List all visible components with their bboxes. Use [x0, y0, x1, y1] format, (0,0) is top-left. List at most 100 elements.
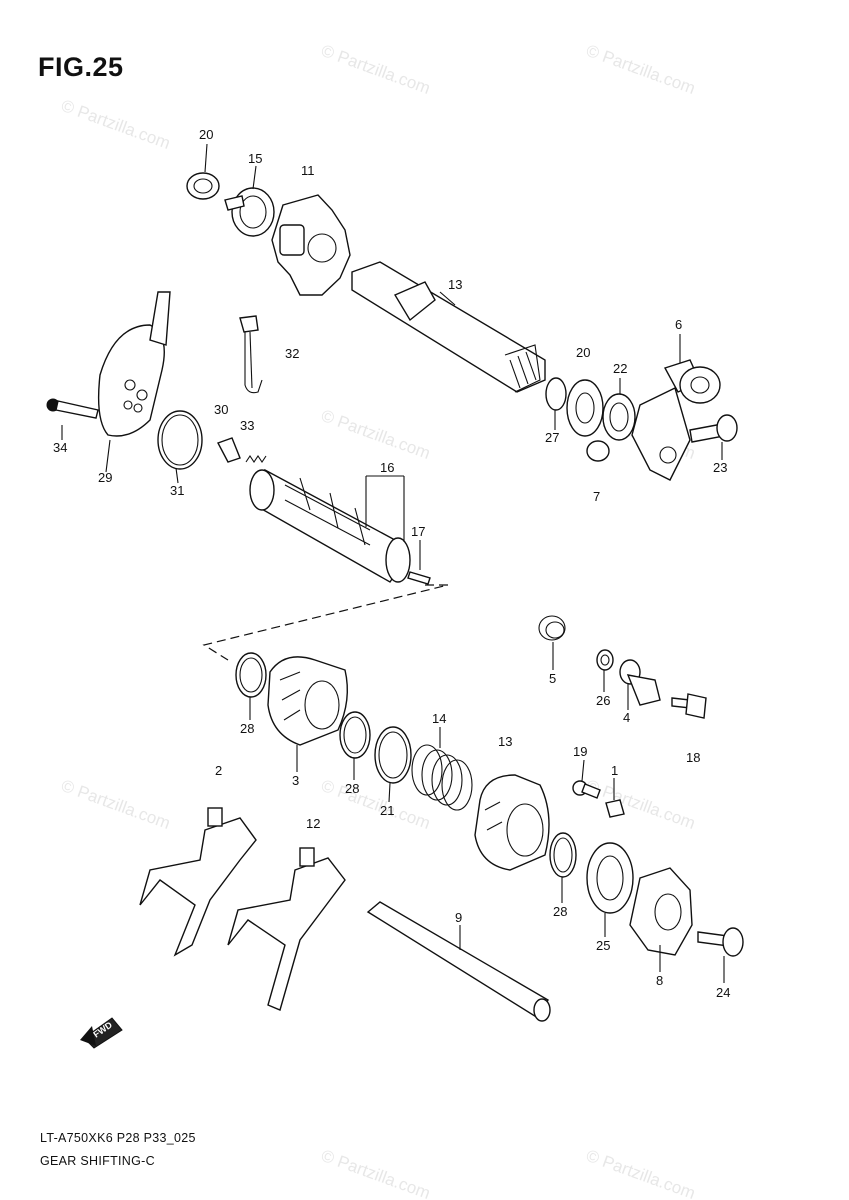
part-15-ring: [224, 187, 275, 237]
part-18-bolt: [671, 693, 707, 719]
part-33-spring: [245, 455, 267, 463]
watermark-layer: © Partzilla.com © Partzilla.com © Partzi…: [59, 41, 698, 1200]
part-14-spring: [411, 744, 473, 811]
callout-13: 13: [498, 734, 512, 749]
callout-31: 31: [170, 483, 184, 498]
callout-labels: 20 15 11 13 32 6 20 22 27 23 7 30 33 34 …: [53, 127, 730, 1000]
callout-4: 4: [623, 710, 630, 725]
watermark: © Partzilla.com: [584, 41, 698, 98]
callout-7: 7: [593, 489, 600, 504]
watermark: © Partzilla.com: [584, 776, 698, 833]
callout-30: 30: [214, 402, 228, 417]
leader-line: [175, 467, 179, 484]
callout-2: 2: [215, 763, 222, 778]
figure-title: FIG.25: [38, 52, 124, 82]
callout-9: 9: [455, 910, 462, 925]
fwd-arrow-icon: FWD: [80, 1017, 123, 1049]
part-25-bearing: [586, 842, 634, 914]
callout-1: 1: [611, 763, 618, 778]
callout-28: 28: [240, 721, 254, 736]
leader-line: [388, 782, 391, 803]
callout-20: 20: [199, 127, 213, 142]
callout-34: 34: [53, 440, 67, 455]
part-1-washer: [605, 799, 625, 818]
callout-14: 14: [432, 711, 446, 726]
part-23-bolt: [689, 414, 738, 443]
part-13-gear-b: [474, 774, 550, 871]
watermark: © Partzilla.com: [319, 41, 433, 98]
leader-line: [204, 143, 208, 173]
watermark: © Partzilla.com: [319, 776, 433, 833]
callout-33: 33: [240, 418, 254, 433]
part-5-spring: [538, 615, 566, 641]
callout-21: 21: [380, 803, 394, 818]
leader-line: [581, 759, 585, 782]
part-16-gearshift-drum: [249, 468, 411, 583]
part-27-circlip: [545, 377, 567, 411]
callout-16: 16: [380, 460, 394, 475]
watermark: © Partzilla.com: [59, 96, 173, 153]
part-3-gear: [267, 656, 348, 746]
part-28-circlip-c: [549, 832, 577, 878]
part-28-circlip-b: [339, 711, 371, 759]
watermark: © Partzilla.com: [319, 406, 433, 463]
callout-25: 25: [596, 938, 610, 953]
callout-17: 17: [411, 524, 425, 539]
drawing-code: LT-A750XK6 P28 P33_025: [40, 1131, 196, 1145]
part-30-pin: [217, 437, 241, 463]
part-29-cover: [97, 291, 171, 437]
callout-15: 15: [248, 151, 262, 166]
part-34-bolt: [46, 398, 99, 419]
callout-26: 26: [596, 693, 610, 708]
leader-line: [105, 439, 111, 473]
part-26-washer: [596, 649, 614, 671]
callout-bracket-16: [365, 475, 405, 542]
part-19-bolt: [572, 780, 601, 799]
drawing-subtitle: GEAR SHIFTING-C: [40, 1154, 155, 1168]
leader-line: [252, 165, 257, 190]
callout-3: 3: [292, 773, 299, 788]
part-2-shift-fork: [139, 807, 257, 957]
watermark: © Partzilla.com: [584, 1146, 698, 1200]
part-20-washer: [186, 172, 220, 200]
callout-22: 22: [613, 361, 627, 376]
callout-8: 8: [656, 973, 663, 988]
assembly-dashed-line: [202, 584, 449, 661]
watermark: © Partzilla.com: [319, 1146, 433, 1200]
part-28-circlip-a: [235, 652, 267, 698]
callout-6: 6: [675, 317, 682, 332]
callout-24: 24: [716, 985, 730, 1000]
callout-28: 28: [553, 904, 567, 919]
part-21-washer: [374, 726, 412, 784]
callout-32: 32: [285, 346, 299, 361]
watermark: © Partzilla.com: [59, 776, 173, 833]
part-24-bolt: [697, 927, 744, 957]
part-8-gear: [629, 867, 693, 956]
part-nut: [586, 440, 610, 462]
callout-13: 13: [448, 277, 462, 292]
callout-23: 23: [713, 460, 727, 475]
callout-27: 27: [545, 430, 559, 445]
part-31-o-ring: [157, 410, 203, 470]
part-9-shaft: [366, 901, 551, 1022]
callout-19: 19: [573, 744, 587, 759]
callout-20: 20: [576, 345, 590, 360]
part-13-shift-shaft: [351, 261, 546, 393]
part-22-bearing: [602, 393, 636, 441]
part-11-cam-plate: [271, 194, 351, 296]
callout-11: 11: [301, 163, 315, 178]
part-6-arm: [631, 359, 721, 481]
part-32-clip: [239, 315, 263, 394]
part-4-arm: [619, 659, 661, 706]
leader-line: [439, 291, 456, 306]
part-17-pin: [407, 571, 431, 585]
part-12-shift-fork: [227, 847, 346, 1011]
callout-12: 12: [306, 816, 320, 831]
callout-28: 28: [345, 781, 359, 796]
callout-5: 5: [549, 671, 556, 686]
part-20-washer-b: [566, 379, 604, 437]
callout-18: 18: [686, 750, 700, 765]
callout-29: 29: [98, 470, 112, 485]
